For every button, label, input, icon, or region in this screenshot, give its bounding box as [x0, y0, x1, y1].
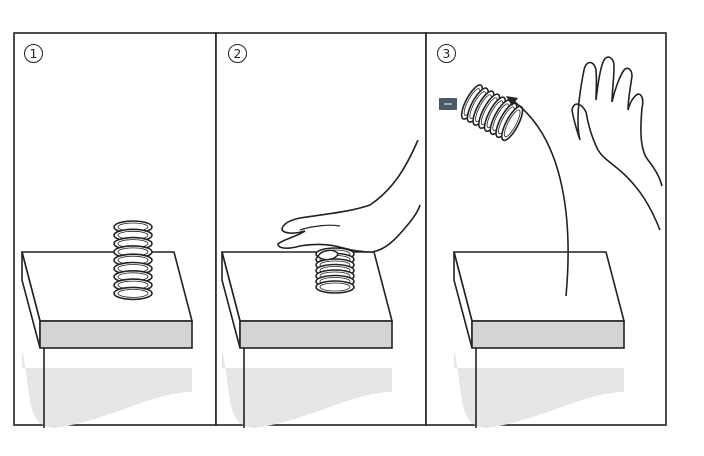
- spring-coil-inner: [503, 109, 521, 138]
- step-3-label: 3: [437, 44, 456, 63]
- spring-coil-inner: [117, 288, 149, 298]
- spring-coil-inner: [319, 282, 351, 292]
- open-hand-icon: [571, 56, 663, 231]
- step-2-label: 2: [228, 44, 247, 63]
- spring-icon: [113, 220, 153, 301]
- trajectory-arrow-icon: [506, 96, 569, 297]
- spring-flying-icon: [460, 84, 524, 142]
- panel-2: [215, 32, 427, 429]
- spring-compressed-icon: [315, 247, 355, 294]
- hand-pressing-icon: [277, 139, 421, 261]
- panel-1: [13, 32, 217, 429]
- panel-3: [425, 32, 667, 429]
- step-1-label: 1: [24, 44, 43, 63]
